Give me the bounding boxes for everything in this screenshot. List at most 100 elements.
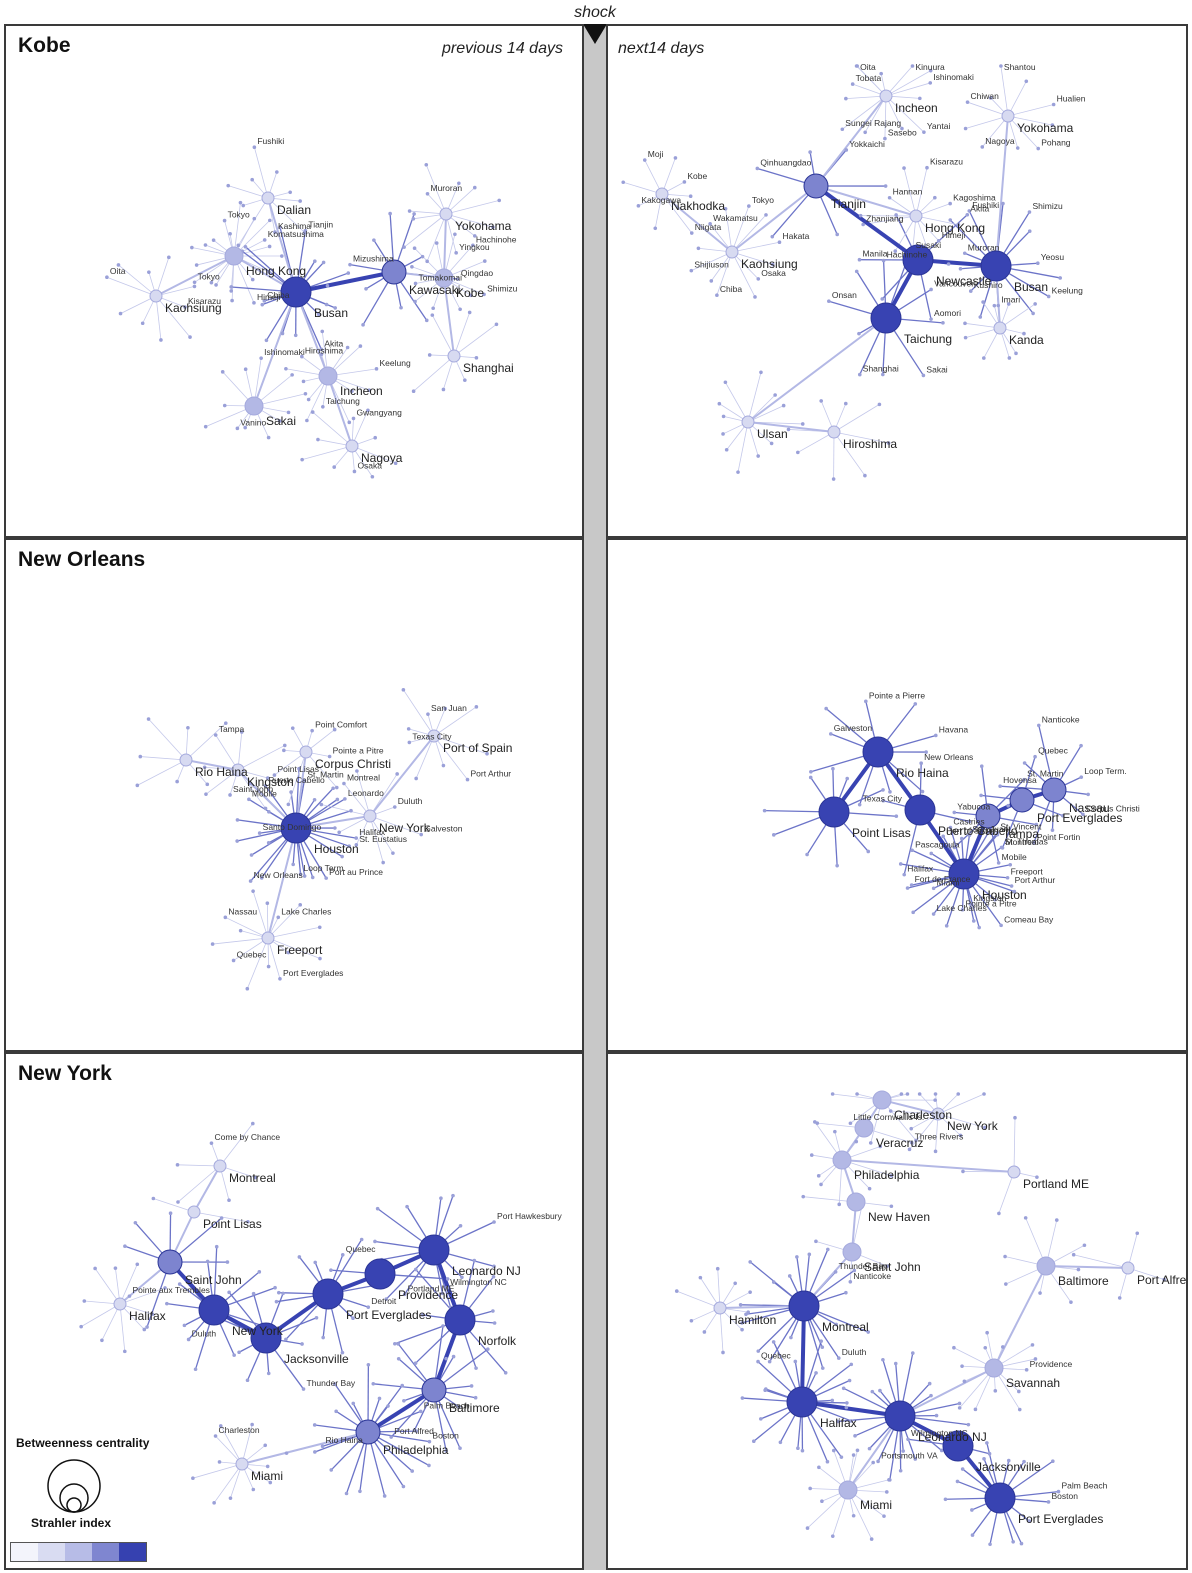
leaf-node — [465, 777, 470, 782]
leaf-node — [967, 833, 972, 837]
leaf-node — [231, 958, 236, 963]
hub-label: New Haven — [868, 1210, 930, 1224]
spoke-edge — [903, 168, 917, 217]
leaf-node — [367, 388, 372, 392]
leaf-node — [965, 212, 970, 217]
leaf-node — [278, 976, 282, 981]
leaf-node — [956, 1092, 961, 1096]
port-label: Osaka — [761, 268, 786, 278]
hub-label: Philadelphia — [854, 1168, 920, 1182]
leaf-node — [414, 1429, 419, 1433]
leaf-node — [982, 1457, 986, 1461]
leaf-node — [235, 426, 240, 431]
leaf-node — [354, 836, 359, 840]
port-label: Tomakomai — [419, 272, 463, 282]
spoke-edge — [445, 213, 457, 253]
leaf-node — [300, 457, 304, 462]
leaf-node — [858, 213, 863, 218]
hub-label: Incheon — [340, 384, 383, 398]
leaf-node — [1054, 1218, 1059, 1222]
hub-label: Nassau — [1069, 801, 1110, 815]
leaf-node — [227, 1290, 231, 1295]
hub-label: Saint John — [185, 1273, 242, 1287]
port-label: Miami — [937, 877, 960, 887]
leaf-node — [636, 204, 641, 208]
leaf-node — [413, 299, 417, 304]
spoke-edge — [119, 1287, 166, 1305]
leaf-node — [844, 148, 849, 152]
leaf-node — [473, 1395, 478, 1400]
leaf-node — [1162, 1277, 1166, 1282]
leaf-node — [929, 1393, 933, 1398]
port-label: Providence — [1030, 1359, 1073, 1369]
leaf-node — [430, 313, 435, 317]
hub-label: Montreal — [229, 1171, 276, 1185]
leaf-node — [1006, 302, 1011, 306]
backbone-edge — [841, 1159, 1015, 1173]
hub-node — [948, 858, 980, 890]
spoke-edge — [403, 689, 435, 737]
leaf-node — [262, 238, 267, 242]
hub-node — [1036, 1256, 1056, 1276]
spoke-edge — [833, 431, 866, 476]
leaf-node — [854, 269, 859, 274]
leaf-node — [282, 743, 287, 748]
leaf-node — [467, 310, 472, 315]
hub-label: Savannah — [1006, 1376, 1060, 1390]
leaf-node — [324, 876, 328, 880]
port-label: Rio Haina — [326, 1435, 364, 1445]
leaf-node — [248, 781, 253, 786]
leaf-node — [864, 699, 868, 704]
leaf-node — [407, 740, 412, 745]
hub-label: Tianjin — [831, 197, 866, 211]
leaf-node — [286, 802, 291, 807]
leaf-node — [962, 1379, 967, 1384]
spoke-edge — [237, 197, 269, 246]
leaf-node — [1076, 1267, 1081, 1272]
leaf-node — [402, 245, 406, 249]
leaf-node — [736, 470, 740, 474]
leaf-node — [1024, 79, 1029, 84]
leaf-node — [1008, 862, 1013, 867]
hub-label: Newcastle — [936, 274, 992, 288]
leaf-node — [1022, 777, 1026, 782]
port-label: Fushiki — [972, 200, 999, 210]
backbone-edge — [366, 1388, 436, 1434]
hub-node — [187, 1205, 201, 1219]
port-label: Lake Charles — [281, 906, 331, 916]
hub-label: Miami — [251, 1469, 283, 1483]
leaf-node — [1033, 1357, 1038, 1361]
port-label: Quebec — [761, 1351, 792, 1361]
leaf-node — [127, 1294, 132, 1298]
leaf-node — [857, 331, 861, 336]
leaf-node — [406, 727, 411, 731]
leaf-node — [245, 1378, 250, 1383]
leaf-node — [898, 862, 903, 866]
leaf-node — [163, 1286, 167, 1290]
hub-node — [713, 1301, 727, 1315]
hub-node — [1121, 1261, 1135, 1275]
leaf-node — [395, 772, 399, 776]
leaf-node — [1014, 351, 1018, 356]
leaf-node — [267, 244, 272, 249]
leaf-node — [709, 279, 714, 283]
leaf-node — [266, 435, 271, 440]
spoke-edge — [737, 421, 749, 473]
leaf-node — [250, 277, 255, 282]
leaf-node — [427, 1439, 432, 1444]
leaf-node — [247, 797, 251, 802]
spoke-edge — [369, 815, 384, 863]
leaf-node — [1033, 302, 1037, 306]
hub-node — [224, 246, 244, 266]
spoke-edge — [885, 95, 925, 133]
backbone-edge — [815, 95, 887, 187]
port-label: Sasebo — [888, 128, 917, 138]
spoke-edge — [233, 937, 269, 961]
leaf-node — [929, 317, 933, 321]
spoke-edge — [185, 722, 227, 761]
hub-label: Freeport — [277, 943, 323, 957]
leaf-node — [870, 1389, 875, 1394]
leaf-node — [959, 836, 964, 841]
spoke-edge — [119, 1303, 126, 1352]
leaf-node — [682, 180, 687, 184]
